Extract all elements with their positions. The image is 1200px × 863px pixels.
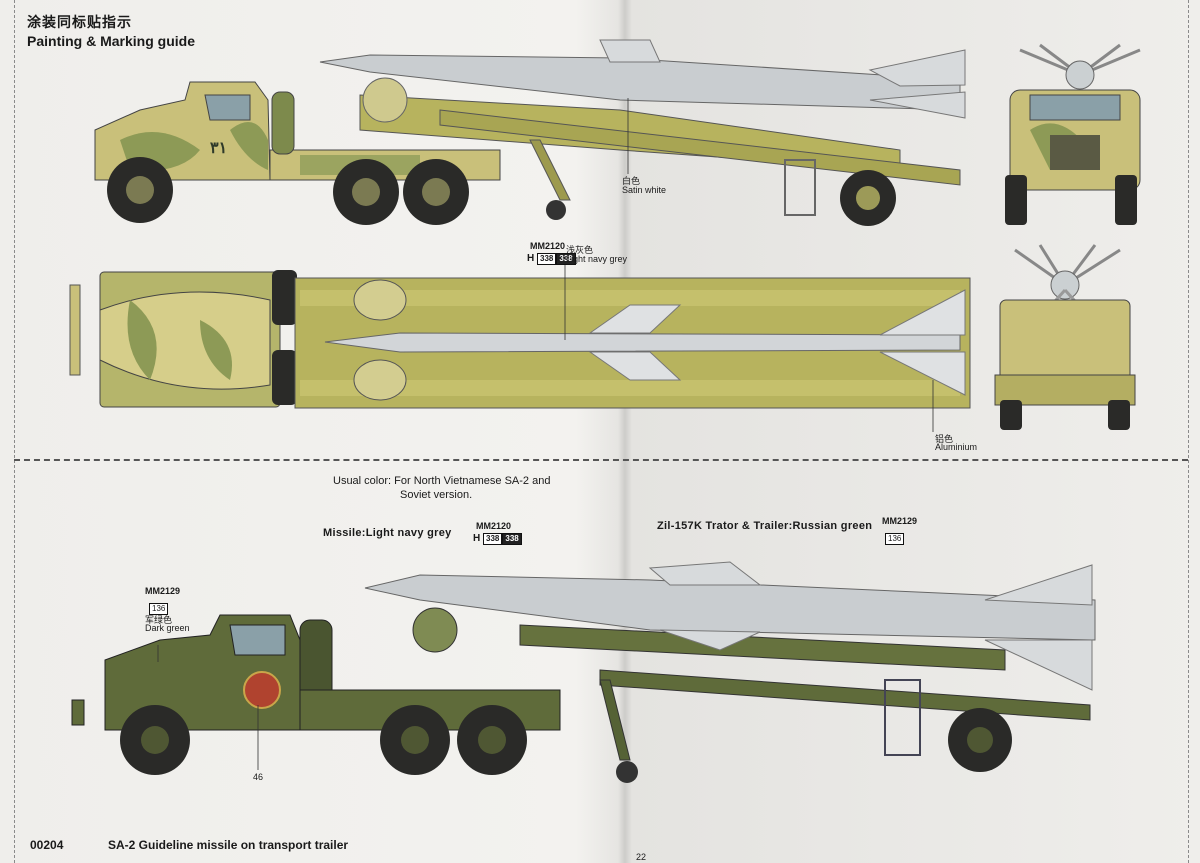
green-truck-side-view [71, 561, 1096, 783]
light-navy-code: MM2120 [530, 241, 566, 251]
light-navy-label: Light navy grey [566, 254, 628, 264]
dark-green-label: Dark green [145, 623, 190, 633]
page-number: 22 [636, 852, 647, 862]
paint-chip: 338 [502, 533, 522, 545]
aluminium-cn: 铝色 [935, 434, 954, 444]
truck-paint-code: MM2129 [882, 516, 918, 526]
satin-white-callout: Satin white [622, 185, 667, 195]
usual-color-line-1: Usual color: For North Vietnamese SA-2 a… [333, 475, 551, 487]
part-number: 46 [253, 772, 264, 782]
dark-green-chip-wrap: 136 [149, 598, 169, 616]
camo-truck-top-view [69, 270, 971, 409]
usual-color-line-2: Soviet version. [400, 489, 473, 501]
kit-title: SA-2 Guideline missile on transport trai… [108, 838, 349, 852]
h-prefix: H [527, 253, 535, 264]
truck-color-label: Zil-157K Trator & Trailer:Russian green [657, 520, 873, 532]
title-english: Painting & Marking guide [27, 33, 196, 49]
arabic-decal: ٣١ [210, 140, 228, 157]
paint-chip: 136 [149, 603, 169, 615]
leader-lines [157, 98, 934, 770]
h-prefix: H [473, 533, 481, 544]
paint-chip: 338 [483, 533, 503, 545]
aluminium-label: Aluminium [935, 442, 978, 452]
light-navy-cn: 浅灰色 [566, 245, 594, 255]
missile-color-label: Missile:Light navy grey [323, 527, 452, 539]
title-chinese: 涂装同标贴指示 [27, 14, 132, 30]
camo-truck-side-view [94, 39, 966, 226]
paint-chip: 136 [885, 533, 905, 545]
camo-truck-rear-view [994, 244, 1136, 430]
trim-line-left [14, 0, 15, 863]
kit-number: 00204 [30, 838, 64, 852]
paint-chip: 338 [556, 253, 576, 265]
dark-green-code: MM2129 [145, 586, 181, 596]
trim-line-right [1188, 0, 1189, 863]
section-divider [14, 459, 1188, 461]
satin-white-callout-cn: 白色 [622, 176, 641, 186]
dark-green-cn: 军绿色 [145, 615, 173, 625]
missile-paint-code: MM2120 [476, 521, 512, 531]
camo-truck-front-view [1005, 43, 1141, 225]
paint-chip: 338 [537, 253, 557, 265]
truck-chip-wrap: 136 [885, 528, 905, 546]
